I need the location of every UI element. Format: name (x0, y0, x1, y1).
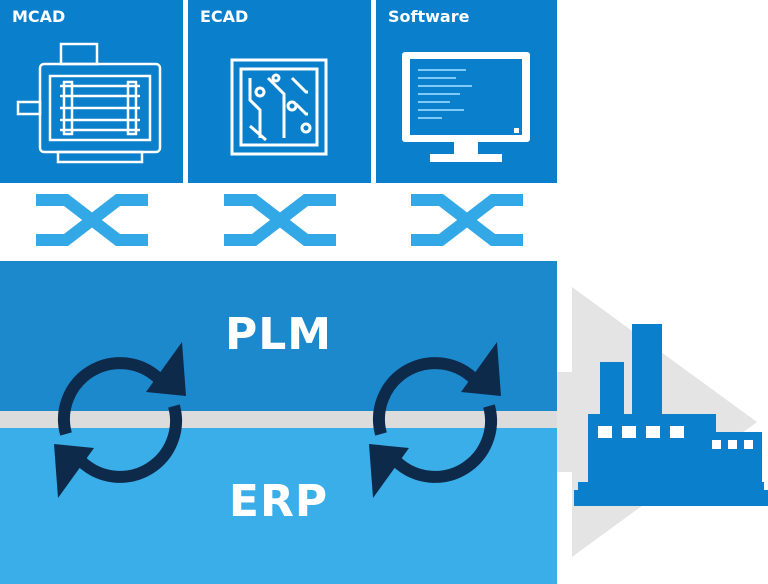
band-separator (0, 411, 557, 428)
tile-mcad: MCAD (0, 0, 183, 183)
tile-software: Software (376, 0, 557, 183)
motor-icon (16, 42, 162, 164)
tile-title-ecad: ECAD (200, 7, 249, 26)
exchange-icon (411, 194, 523, 246)
plm-band: PLM (0, 261, 557, 411)
sync-icon (369, 342, 501, 498)
erp-label: ERP (228, 476, 329, 527)
factory-icon (574, 324, 768, 506)
tile-ecad: ECAD (188, 0, 371, 183)
plm-label: PLM (224, 309, 333, 360)
exchange-icon (36, 194, 148, 246)
exchange-icon (224, 194, 336, 246)
tile-title-mcad: MCAD (12, 7, 66, 26)
sync-icon (54, 342, 186, 498)
erp-band: ERP (0, 428, 557, 584)
tile-title-software: Software (388, 7, 470, 26)
circuit-board-icon (230, 58, 328, 156)
monitor-icon (402, 52, 530, 162)
